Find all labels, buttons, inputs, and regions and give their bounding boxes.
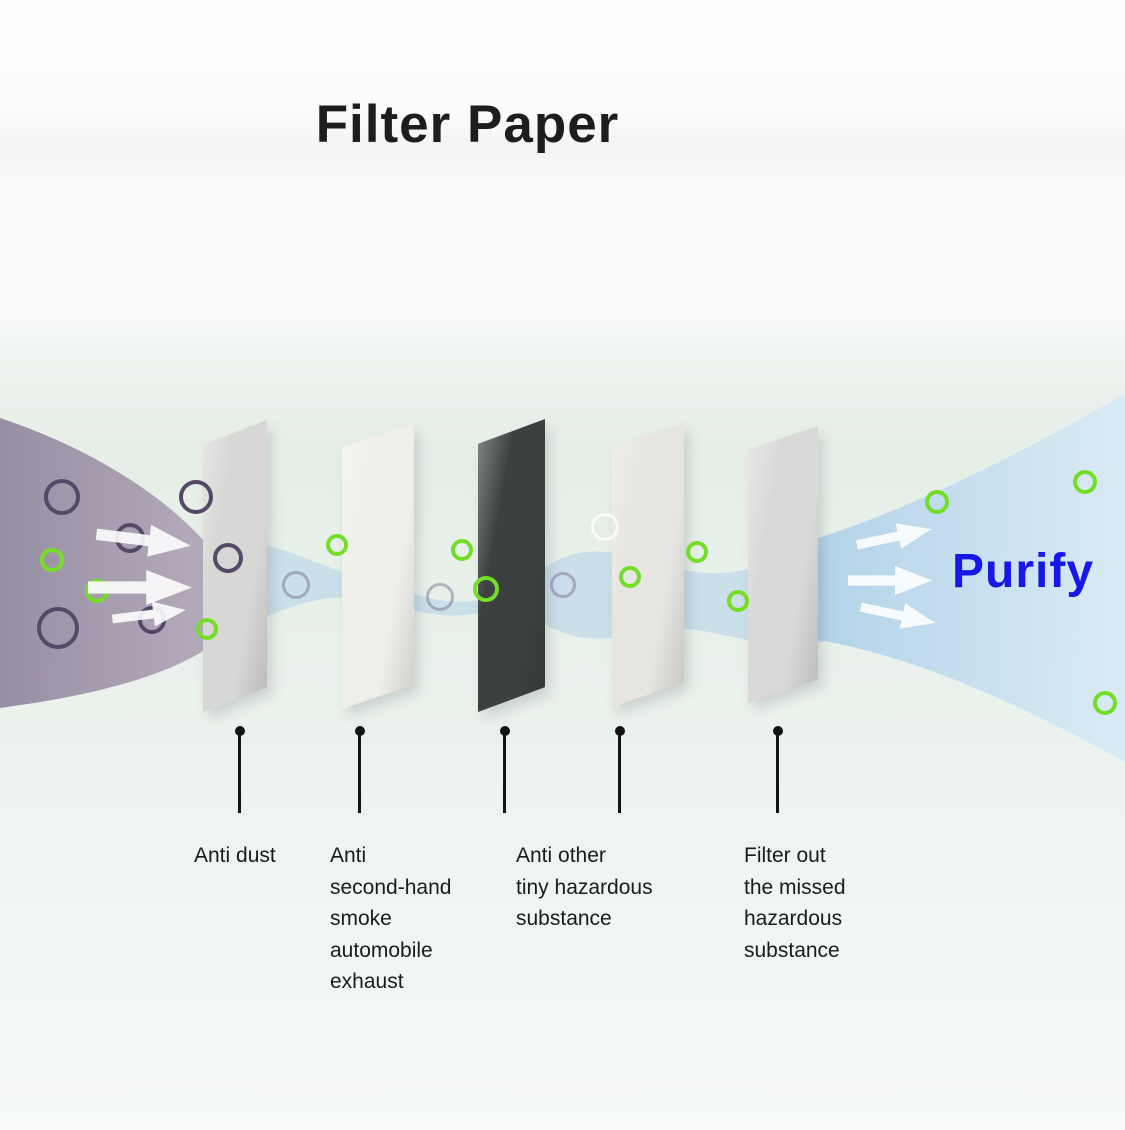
flow-arrow-icon [854,516,934,557]
clean-particle [451,539,473,561]
dirty-particle [179,480,213,514]
purify-label: Purify [952,545,1095,598]
dim-particle [550,572,576,598]
filter-panel-smoke-exhaust [342,423,414,709]
clean-particle [925,490,949,514]
clean-particle [1093,691,1117,715]
flow-arrow-icon [94,518,192,561]
callout-line-4 [618,735,621,813]
callout-line-3 [503,735,506,813]
clean-particle [1073,470,1097,494]
clean-particle [196,618,218,640]
clean-particle [727,590,749,612]
filter-panel-tiny-substance [612,423,684,707]
clean-particle [619,566,641,588]
filter-label-missed-substance: Filter out the missed hazardous substanc… [744,844,846,962]
clean-particle [40,548,64,572]
faint-particle [591,513,619,541]
page-title: Filter Paper [315,95,620,154]
filter-panel-face [203,420,267,712]
flow-arrow-icon [111,598,187,632]
filter-panel-carbon [478,419,545,712]
filter-panel-anti-dust [203,420,267,712]
flow-arrow-icon [858,594,938,635]
dim-particle [282,571,310,599]
dirty-particle [213,543,243,573]
dirty-air-funnel [0,418,205,708]
callout-line-5 [776,735,779,813]
filter-panel-face [748,426,818,703]
dirty-particle [44,479,80,515]
clean-particle [473,576,499,602]
clean-particle [326,534,348,556]
flow-arrow-icon [848,566,932,595]
callout-line-1 [238,735,241,813]
filter-panel-face [478,419,545,712]
filter-panel-face [612,423,684,707]
callout-line-2 [358,735,361,813]
filter-panel-final [748,426,818,703]
dim-particle [426,583,454,611]
filter-label-smoke-exhaust: Anti second-hand smoke automobile exhaus… [330,844,452,993]
clean-particle [686,541,708,563]
clean-air-funnel [818,394,1125,762]
dirty-particle [37,607,79,649]
filter-label-tiny-substance: Anti other tiny hazardous substance [516,844,653,930]
filter-label-anti-dust: Anti dust [194,844,276,867]
flow-arrow-icon [88,570,192,605]
filter-panel-face [342,423,414,709]
